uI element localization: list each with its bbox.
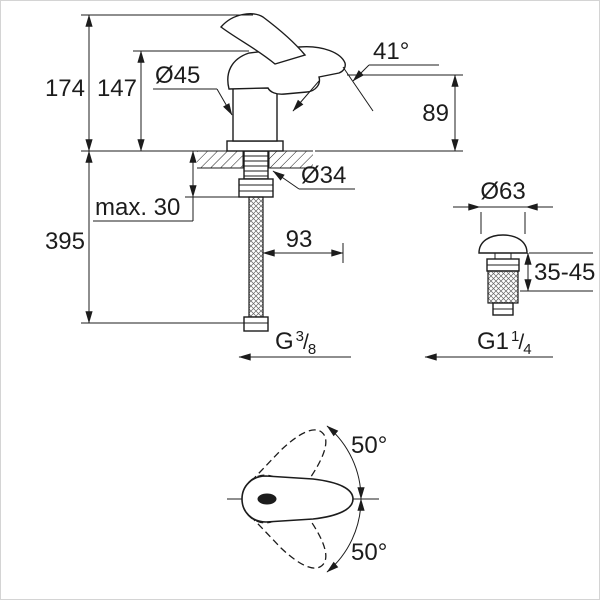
waste-cap <box>478 234 528 254</box>
dim-label-174: 174 <box>45 75 85 102</box>
dimension-dia-34: Ø34 <box>272 162 355 190</box>
handle-top-view <box>241 475 354 523</box>
hose-thread-slash: / <box>303 331 309 354</box>
dimension-35-45: 35-45 <box>520 252 595 292</box>
waste-thread-denominator: 4 <box>523 341 531 358</box>
dim-label-dia-63: Ø63 <box>480 178 525 205</box>
handle-pivot-dot <box>257 493 277 505</box>
leader-arrow <box>216 88 233 116</box>
dim-label-89: 89 <box>422 100 449 127</box>
dimension-147: 147 <box>97 50 249 152</box>
dimension-93: 93 <box>262 226 344 263</box>
supply-hose <box>243 196 269 332</box>
rotation-arc-up <box>326 425 365 500</box>
faucet-body <box>232 86 278 142</box>
dimension-174: 174 <box>45 14 253 152</box>
spray-angle-line <box>342 66 374 112</box>
shank-thread-lines <box>244 155 268 177</box>
hose-thread-denominator: 8 <box>308 341 316 358</box>
faucet-base-plate <box>226 140 284 152</box>
dimension-dia-45: Ø45 <box>153 62 233 116</box>
pop-up-waste <box>478 234 528 316</box>
leader-arrow <box>352 64 370 82</box>
dimension-395: 395 <box>45 150 251 324</box>
waste-thread-numerator: 1 <box>511 328 519 345</box>
hose-end-connector <box>243 316 269 332</box>
counter-hatch-right <box>269 151 313 168</box>
leader-arrow <box>272 170 300 190</box>
waste-neck-lines <box>494 253 512 259</box>
water-flow-arrow <box>292 80 320 112</box>
dim-label-35-45: 35-45 <box>534 259 595 286</box>
waste-thread-slash: / <box>518 331 524 354</box>
dimension-max-30: max. 30 <box>93 150 247 222</box>
hose-thread-numerator: 3 <box>296 328 304 345</box>
hose-braided-body <box>248 196 264 318</box>
dim-label-dia-34: Ø34 <box>301 162 346 189</box>
dim-label-max-30: max. 30 <box>95 194 180 221</box>
mounting-nut <box>238 178 274 198</box>
handle-rotation-view: 50° 50° <box>227 425 387 573</box>
dim-label-395: 395 <box>45 228 85 255</box>
nut-detail-lines <box>239 184 273 192</box>
hose-thread-prefix: G <box>275 328 294 355</box>
rotation-arc-down <box>326 498 365 573</box>
dim-label-swing-down: 50° <box>351 539 387 566</box>
waste-thread-prefix: G1 <box>477 328 509 355</box>
countertop-section <box>197 150 313 169</box>
dimension-dia-63: Ø63 <box>453 178 553 234</box>
faucet-side-view <box>219 13 346 152</box>
dim-label-147: 147 <box>97 75 137 102</box>
dimension-angle-41: 41° <box>342 38 439 112</box>
dim-label-swing-up: 50° <box>351 432 387 459</box>
spout-body <box>227 46 346 95</box>
dimension-89: 89 <box>315 74 463 152</box>
dim-label-41: 41° <box>373 38 409 65</box>
dim-label-93: 93 <box>286 226 313 253</box>
lever-handle <box>219 13 307 65</box>
threaded-shank <box>243 150 269 180</box>
dim-label-dia-45: Ø45 <box>155 62 200 89</box>
counter-hatch-left <box>197 151 243 168</box>
waste-threaded-body <box>487 270 519 304</box>
mounting-hardware <box>238 150 274 198</box>
